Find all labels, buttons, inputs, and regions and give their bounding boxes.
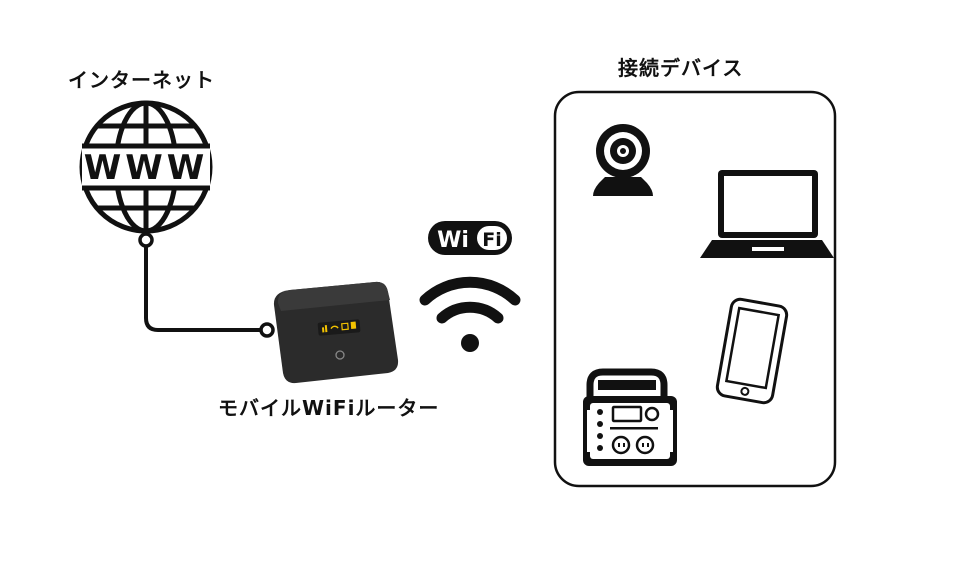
laptop-icon <box>700 170 834 258</box>
globe-connector-dot <box>138 232 154 248</box>
webcam-icon <box>593 124 653 196</box>
tablet-icon <box>715 297 789 405</box>
router-connector-dot <box>259 322 275 338</box>
wifi-signal-icon <box>419 276 521 352</box>
wifi-logo-wi: Wi <box>437 228 469 253</box>
globe-www-text: WWW <box>84 148 209 188</box>
mobile-router-label: モバイルWiFiルーター <box>218 396 440 420</box>
devices-frame <box>553 90 837 488</box>
mobile-router-icon <box>273 281 399 384</box>
connection-line <box>144 240 262 332</box>
wifi-logo-icon <box>428 221 512 255</box>
internet-label: インターネット <box>68 68 215 92</box>
wifi-logo-fi: Fi <box>482 229 502 251</box>
connected-devices-label: 接続デバイス <box>618 56 744 80</box>
globe-icon <box>79 100 213 234</box>
portable-power-station-icon <box>583 368 677 466</box>
